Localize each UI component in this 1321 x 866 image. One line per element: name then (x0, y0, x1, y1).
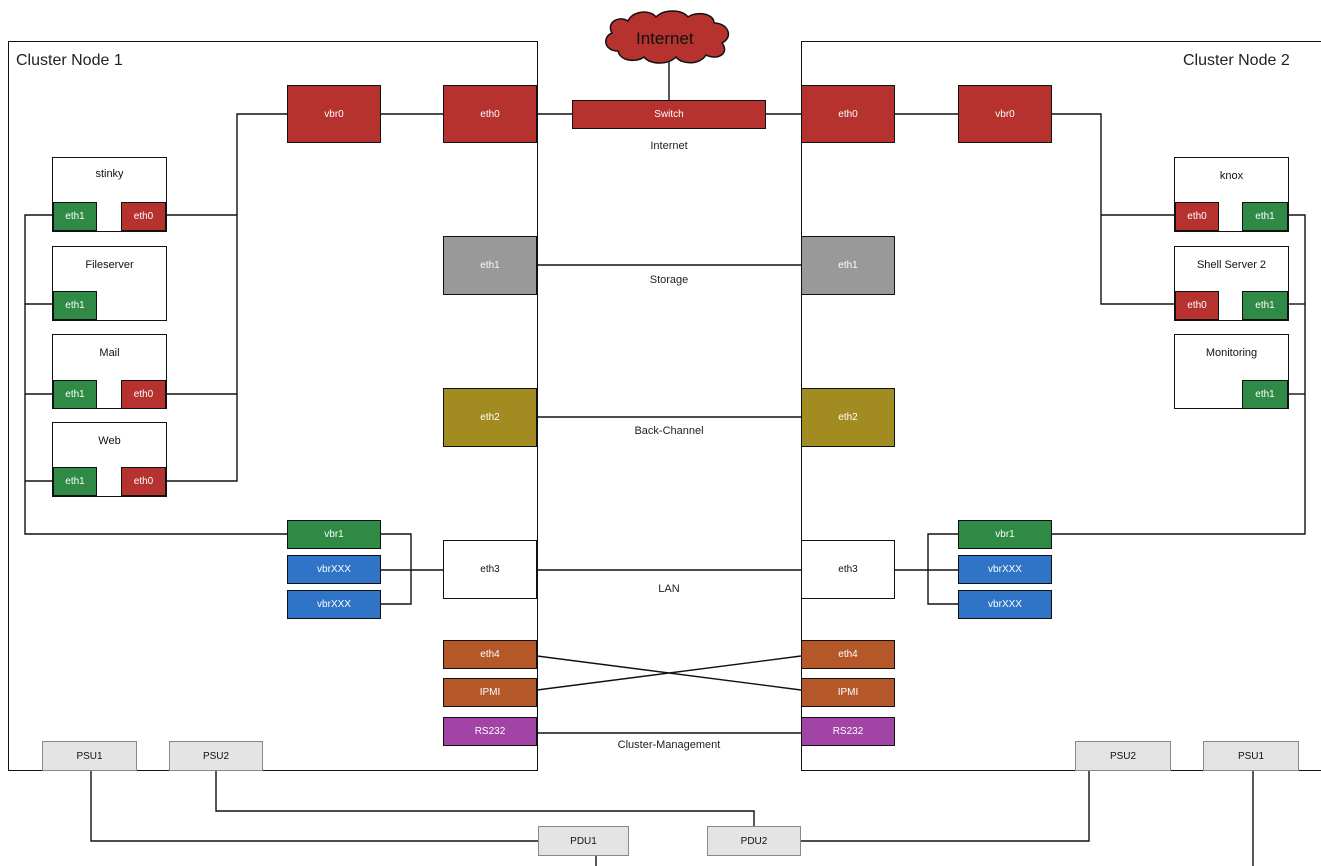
vm-name: Fileserver (85, 259, 134, 271)
node2-eth1: eth1 (801, 236, 895, 295)
network-label-internet: Internet (650, 140, 688, 152)
node2-vbrxxx-1: vbrXXX (958, 555, 1052, 584)
node1-eth3: eth3 (443, 540, 537, 599)
node1-eth0: eth0 (443, 85, 537, 143)
vm-shell-server-2-eth1: eth1 (1242, 291, 1288, 320)
node2-eth2: eth2 (801, 388, 895, 447)
node1-eth4: eth4 (443, 640, 537, 669)
cluster-node-2-title: Cluster Node 2 (1183, 52, 1290, 69)
node1-vbrxxx-2: vbrXXX (287, 590, 381, 619)
node1-psu1: PSU1 (42, 741, 137, 771)
vm-web-eth1: eth1 (53, 467, 97, 496)
vm-name: stinky (95, 168, 124, 180)
node1-ipmi: IPMI (443, 678, 537, 707)
vm-knox-eth1: eth1 (1242, 202, 1288, 231)
internet-label: Internet (636, 29, 694, 48)
vm-web-eth0: eth0 (121, 467, 166, 496)
node2-vbrxxx-2: vbrXXX (958, 590, 1052, 619)
vm-monitoring: Monitoring (1174, 334, 1289, 409)
node2-rs232: RS232 (801, 717, 895, 746)
vm-fileserver-eth1: eth1 (53, 291, 97, 320)
node1-psu2: PSU2 (169, 741, 263, 771)
network-label-lan: LAN (658, 583, 680, 595)
pdu2: PDU2 (707, 826, 801, 856)
cluster-node-1-title: Cluster Node 1 (16, 52, 123, 69)
network-label-backchannel: Back-Channel (634, 425, 704, 437)
vm-name: Shell Server 2 (1196, 259, 1267, 271)
vm-monitoring-eth1: eth1 (1242, 380, 1288, 409)
node2-eth0: eth0 (801, 85, 895, 143)
network-label-management: Cluster-Management (617, 739, 721, 751)
internet-cloud-icon (605, 10, 730, 64)
node1-eth2: eth2 (443, 388, 537, 447)
node1-eth1: eth1 (443, 236, 537, 295)
pdu1: PDU1 (538, 826, 629, 856)
node2-vbr0: vbr0 (958, 85, 1052, 143)
vm-mail-eth0: eth0 (121, 380, 166, 409)
switch: Switch (572, 100, 766, 129)
vm-mail-eth1: eth1 (53, 380, 97, 409)
node2-eth4: eth4 (801, 640, 895, 669)
vm-name: knox (1219, 170, 1244, 182)
node1-vbr0: vbr0 (287, 85, 381, 143)
cluster-node-1-frame (8, 41, 538, 771)
vm-stinky-eth0: eth0 (121, 202, 166, 231)
vm-name: Mail (99, 347, 120, 359)
node2-psu1: PSU1 (1203, 741, 1299, 771)
vm-name: Web (98, 435, 121, 447)
vm-name: Monitoring (1205, 347, 1258, 359)
node1-vbrxxx-1: vbrXXX (287, 555, 381, 584)
node2-psu2: PSU2 (1075, 741, 1171, 771)
node1-rs232: RS232 (443, 717, 537, 746)
node2-vbr1: vbr1 (958, 520, 1052, 549)
node2-eth3: eth3 (801, 540, 895, 599)
node2-ipmi: IPMI (801, 678, 895, 707)
node1-vbr1: vbr1 (287, 520, 381, 549)
vm-stinky-eth1: eth1 (53, 202, 97, 231)
network-label-storage: Storage (649, 274, 689, 286)
vm-knox-eth0: eth0 (1175, 202, 1219, 231)
vm-shell-server-2-eth0: eth0 (1175, 291, 1219, 320)
